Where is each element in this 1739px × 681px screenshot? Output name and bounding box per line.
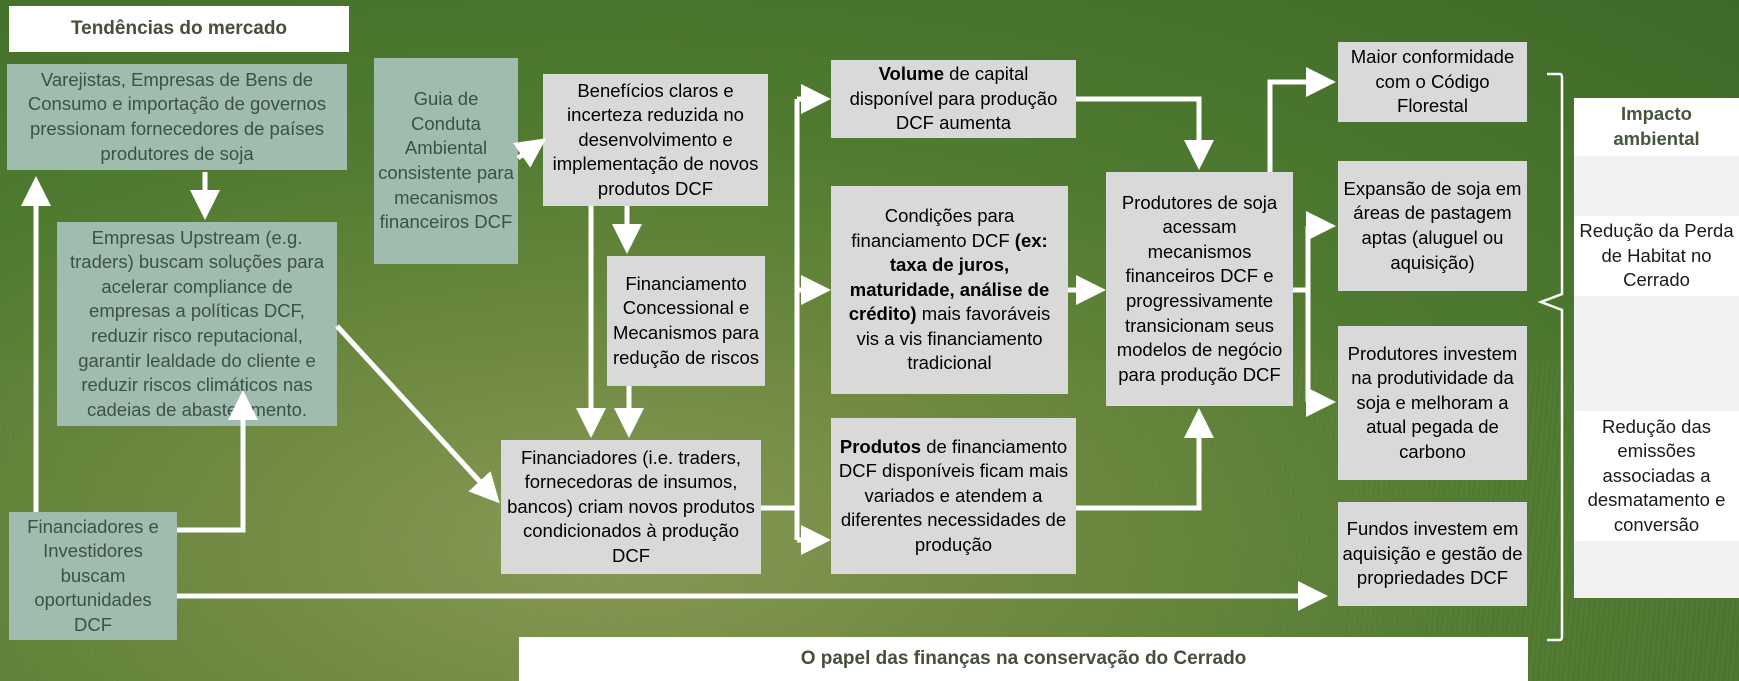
- box-concessional: Financiamento Concessional e Mecanismos …: [607, 256, 765, 386]
- box-produtores-acessam-text: Produtores de soja acessam mecanismos fi…: [1116, 191, 1283, 385]
- impact-item-emissions: Redução das emissões associadas a desmat…: [1574, 411, 1739, 541]
- box-volume-rest: de capital disponível para produção DCF …: [849, 63, 1058, 134]
- box-produtores-investem-text: Produtores investem na produtividade da …: [1347, 342, 1518, 462]
- box-expansao: Expansão de soja em áreas de pastagem ap…: [1338, 161, 1527, 291]
- market-trends-title: Tendências do mercado: [70, 18, 288, 40]
- footer-banner: O papel das finanças na conservação do C…: [519, 637, 1528, 681]
- box-produtos-text: Produtos de financiamento DCF disponívei…: [835, 435, 1072, 558]
- impact-item-emissions-text: Redução das emissões associadas a desmat…: [1587, 415, 1726, 535]
- impact-title: Impacto ambiental: [1613, 103, 1700, 149]
- box-concessional-text: Financiamento Concessional e Mecanismos …: [612, 272, 760, 368]
- box-maior-conformidade: Maior conformidade com o Código Floresta…: [1338, 42, 1527, 122]
- box-varejistas: Varejistas, Empresas de Bens de Consumo …: [7, 64, 347, 170]
- box-condicoes-text: Condições para financiamento DCF (ex: ta…: [835, 204, 1064, 376]
- box-financiadores-traders-text: Financiadores (i.e. traders, fornecedora…: [507, 446, 755, 566]
- box-condicoes-bold: (ex: taxa de juros, maturidade, análise …: [848, 229, 1050, 325]
- box-financiadores-investidores: Financiadores e Investidores buscam opor…: [9, 512, 177, 640]
- box-guia-text: Guia de Conduta Ambiental consistente pa…: [378, 88, 514, 233]
- box-upstream-text: Empresas Upstream (e.g. traders) buscam …: [70, 226, 324, 420]
- box-financiadores-traders: Financiadores (i.e. traders, fornecedora…: [501, 440, 761, 574]
- arrow-volume-produtores: [1076, 96, 1214, 170]
- box-fundos-text: Fundos investem em aquisição e gestão de…: [1342, 518, 1523, 589]
- arrow-upstream-financiadores: [335, 324, 500, 504]
- box-produtores-acessam: Produtores de soja acessam mecanismos fi…: [1106, 172, 1293, 406]
- box-financiadores-investidores-text: Financiadores e Investidores buscam opor…: [27, 515, 159, 635]
- impact-bracket: [1537, 72, 1564, 642]
- box-condicoes: Condições para financiamento DCF (ex: ta…: [831, 186, 1068, 394]
- box-varejistas-text: Varejistas, Empresas de Bens de Consumo …: [27, 68, 327, 164]
- box-expansao-text: Expansão de soja em áreas de pastagem ap…: [1343, 177, 1522, 273]
- arrow-investidores-upstream: [177, 390, 258, 533]
- box-volume: Volume de capital disponível para produç…: [831, 60, 1076, 138]
- box-fundos: Fundos investem em aquisição e gestão de…: [1338, 502, 1527, 606]
- arrow-guia-beneficios: [513, 138, 547, 168]
- box-produtos-rest: de financiamento DCF disponíveis ficam m…: [838, 435, 1069, 555]
- box-maior-conformidade-text: Maior conformidade com o Código Floresta…: [1350, 46, 1515, 117]
- impact-header: Impacto ambiental: [1574, 98, 1739, 156]
- box-condicoes-post: mais favoráveis vis a vis financiamento …: [856, 303, 1051, 374]
- arrow-produtos-produtores: [1076, 408, 1214, 511]
- box-upstream: Empresas Upstream (e.g. traders) buscam …: [57, 222, 337, 426]
- arrow-produtores-conformidade: [1267, 67, 1336, 172]
- box-volume-text: Volume de capital disponível para produç…: [835, 62, 1072, 136]
- box-guia: Guia de Conduta Ambiental consistente pa…: [374, 58, 518, 264]
- box-beneficios-text: Benefícios claros e incerteza reduzida n…: [552, 79, 759, 199]
- box-beneficios: Benefícios claros e incerteza reduzida n…: [543, 74, 768, 206]
- box-produtos-bold: Produtos: [839, 435, 922, 457]
- footer-title: O papel das finanças na conservação do C…: [800, 648, 1247, 670]
- box-produtores-investem: Produtores investem na produtividade da …: [1338, 326, 1527, 480]
- market-trends-header: Tendências do mercado: [9, 6, 349, 52]
- impact-item-habitat: Redução da Perda de Habitat no Cerrado: [1574, 216, 1739, 296]
- box-produtos: Produtos de financiamento DCF disponívei…: [831, 418, 1076, 574]
- impact-item-habitat-text: Redução da Perda de Habitat no Cerrado: [1579, 220, 1734, 291]
- box-condicoes-pre: Condições para financiamento DCF: [851, 204, 1015, 251]
- impact-column: Impacto ambiental Redução da Perda de Ha…: [1574, 98, 1739, 598]
- box-volume-bold: Volume: [878, 63, 945, 85]
